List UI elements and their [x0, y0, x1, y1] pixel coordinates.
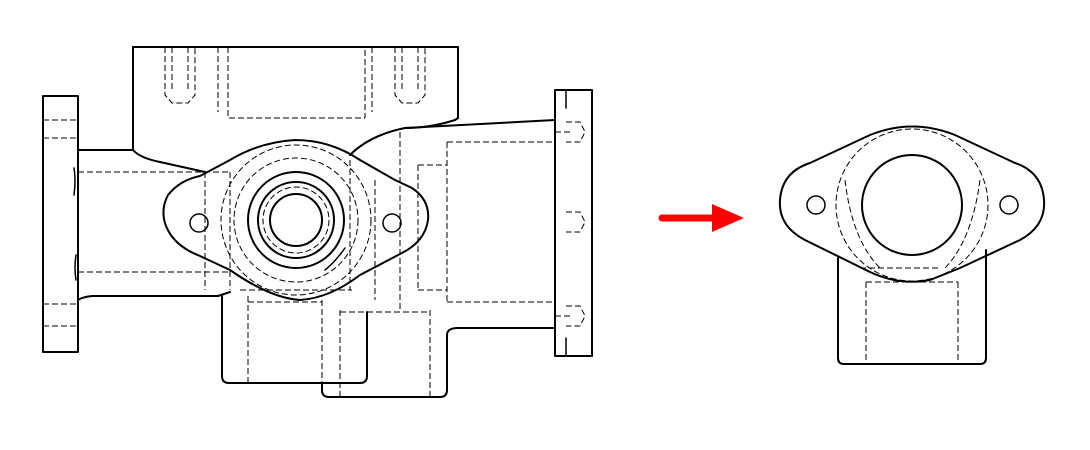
center-flange-outline — [162, 139, 430, 301]
port-bore — [269, 193, 323, 247]
left-bolt-hole — [189, 213, 209, 233]
arrow-head — [712, 204, 744, 232]
extracted-flange-outline — [778, 125, 1046, 283]
top-boss-outline — [132, 46, 459, 151]
left-pipe-top-edge — [77, 149, 206, 173]
right-flange-outline — [554, 89, 593, 357]
port-mid-ring — [257, 181, 335, 259]
right-flange — [554, 89, 593, 357]
extracted-port-bore — [861, 154, 963, 256]
left-flange-outline — [42, 95, 79, 353]
right-pipe-body — [399, 119, 556, 329]
right-pipe-top-edge — [404, 119, 556, 129]
extracted-left-bolt-hole — [806, 195, 826, 215]
port-outer-ring — [247, 171, 345, 269]
extracted-flange-part-drawing — [778, 125, 1046, 365]
right-arrow-icon — [658, 204, 744, 232]
bottom-boss-right-outline — [321, 327, 459, 398]
extracted-boss-outline — [837, 249, 987, 365]
left-pipe-bottom-edge — [77, 291, 231, 301]
bottom-bosses — [221, 295, 459, 398]
right-bolt-hole — [382, 213, 402, 233]
assembled-casting-drawing — [42, 46, 593, 398]
center-flange-overlay — [162, 139, 430, 301]
top-boss — [132, 46, 459, 156]
extracted-right-bolt-hole — [999, 195, 1019, 215]
bottom-boss-left-outline — [221, 295, 368, 384]
left-flange — [42, 95, 79, 353]
